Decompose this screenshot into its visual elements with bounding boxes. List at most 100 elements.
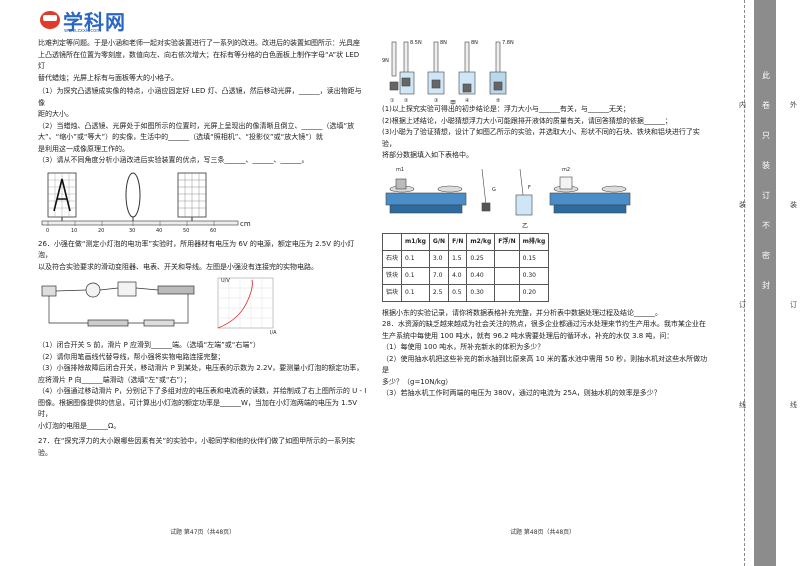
left-column: 比难判定等问题。于是小涵和老师一起对实验装置进行了一系列的改进。改进后的装置如图… [38, 38, 368, 459]
seal-bar [754, 0, 776, 566]
led-panel [47, 172, 77, 217]
balance-label-m1: m1 [396, 166, 405, 173]
question-text: （1）闭合开关 S 前，滑片 P 应滑到______端。（选填“左端”或“右端”… [38, 341, 261, 349]
table-header: m2/kg [466, 232, 496, 251]
spring-reading: 8.5N [410, 40, 422, 46]
circuit-svg [41, 277, 274, 329]
table-header [381, 232, 403, 251]
table-cell: 0.15 [518, 249, 550, 268]
spring-reading: 8N [440, 40, 447, 46]
table-cell: 0.25 [466, 249, 496, 268]
balance-label-f: F [528, 184, 531, 191]
spring-reading: 9N [382, 58, 389, 64]
question-text: (2)根据上述结论，小聪猜想浮力大小可能跟排开液体的质量有关，请回答猜想的依据_… [382, 116, 672, 125]
question-text: 大”、“缩小”或“等大”）的实像，生活中的______（选填“照相机”、“投影仪… [38, 133, 323, 141]
inside-margin-char: 内 [739, 101, 746, 109]
beaker-number: ① [390, 98, 395, 104]
question-text: （1）每使用 100 吨水，所补充新水的体积为多少？ [382, 343, 545, 351]
balance-label-g: G [492, 186, 496, 193]
spring-reading: 7.8N [502, 40, 514, 46]
question-text: 距的大小。 [38, 110, 73, 118]
question-title: 28．水资源的缺乏越来越成为社会关注的热点，很多企业都通过污水处理来节约生产用水… [382, 320, 706, 328]
seal-char: 装 [762, 161, 770, 170]
question-text: (3)小聪为了验证猜想，设计了如图乙所示的实验，并选取大小、形状不同的石块、铁块… [382, 128, 700, 148]
u-i-curve [217, 279, 253, 329]
logo-url: www.zxxk.com [64, 28, 102, 34]
spring-reading: 8N [471, 40, 478, 46]
table-cell: 7.0 [428, 266, 450, 285]
table-cell: 0.5 [448, 283, 468, 302]
intro-line: 替代蜡烛；光屏上标有与面板等大的小格子。 [38, 73, 178, 82]
right-column: 9N 8.5N 8N 8N 7.8N ① ② ③ ④ ⑤ 甲 (1)以上探究实验… [381, 38, 712, 400]
question-text: （2）请你用笔画线代替导线，帮小强将实物电路连接完整； [38, 352, 225, 361]
graph-y-label: U/V [221, 278, 230, 284]
logo: 学科网 www.zxxk.com [40, 6, 126, 34]
optical-bench-figure: 0 10 20 30 40 50 60 cm [38, 171, 368, 235]
figure-caption-yi: 乙 [522, 222, 529, 230]
circuit-figure: U/V I/A [38, 276, 368, 336]
spring-scale-figure: 9N 8.5N 8N 8N 7.8N ① ② ③ ④ ⑤ 甲 [382, 38, 712, 107]
balance-label-m2: m2 [562, 166, 571, 173]
ruler-tick-label: 60 [210, 227, 217, 234]
question-text: （4）小强通过移动滑片 P，分别记下了多组对应的电压表和电流表的读数，并绘制成了… [38, 387, 367, 395]
question-text: 根据小东的实验记录，请你将数据表格补充完整，并分析表中数据处理过程及结论____… [382, 308, 662, 317]
logo-name: 学科网 [63, 9, 126, 34]
table-cell: 0.30 [466, 283, 496, 302]
table-cell: 4.0 [448, 266, 468, 285]
table-cell [494, 283, 520, 302]
graph-x-label: I/A [270, 330, 277, 336]
seal-char: 卷 [762, 101, 770, 110]
question-text: （3）若抽水机工作时两端的电压为 380V，通过的电流为 25A，则抽水机的效率… [382, 389, 661, 397]
table-row: 石块 0.1 3.0 1.5 0.25 0.15 [381, 249, 550, 268]
question-text: 小灯泡的电阻是______Ω。 [38, 421, 121, 430]
question-text: 验。 [38, 448, 52, 457]
table-header: F/N [448, 232, 468, 251]
seal-char: 订 [762, 191, 770, 200]
ruler-tick-label: 0 [46, 227, 50, 234]
table-cell: 2.5 [428, 283, 450, 302]
seal-char: 不 [762, 221, 770, 230]
beaker-number: ④ [465, 98, 470, 104]
outside-margin-char: 外 [790, 101, 797, 109]
balance-svg [385, 168, 631, 215]
question-text: 多少？（g=10N/kg） [382, 377, 453, 386]
beaker-number: ⑤ [496, 98, 501, 104]
beaker-number: ② [404, 98, 409, 104]
table-header: m1/kg [401, 232, 430, 251]
ruler [41, 220, 239, 226]
table-header-row: m1/kg G/N F/N m2/kg F浮/N m排/kg [381, 232, 550, 251]
page-footer-left: 试题 第47页（共48页） [170, 529, 236, 536]
table-row: 铝块 0.1 2.5 0.5 0.30 0.20 [381, 283, 550, 302]
ruler-tick-label: 30 [129, 227, 136, 234]
ruler-tick-label: 40 [156, 227, 163, 234]
scales-and-beakers [389, 41, 507, 95]
ruler-unit: cm [240, 219, 251, 228]
light-screen [177, 172, 207, 217]
table-header: F浮/N [494, 232, 520, 251]
logo-cap-icon [40, 11, 60, 29]
question-text: （2）使用抽水机把这些补充的新水抽到比原来高 10 米的蓄水池中需用 50 秒，… [382, 354, 708, 375]
seal-char: 只 [762, 131, 770, 140]
row-label: 铁块 [381, 266, 403, 285]
inside-margin-char: 装 [739, 201, 746, 209]
intro-line: 上凸透镜所在位置为零刻度，数值向左、向右依次增大；在标有等分格的白色面板上制作字… [38, 50, 360, 71]
table-cell [494, 249, 520, 268]
convex-lens [125, 172, 141, 217]
balances [385, 168, 631, 215]
table-row: 铁块 0.1 7.0 4.0 0.40 0.30 [381, 266, 550, 285]
seal-char: 封 [762, 281, 770, 290]
page-footer-right: 试题 第48页（共48页） [510, 529, 576, 536]
table-cell [494, 266, 520, 285]
optical-bench-svg [41, 172, 239, 226]
question-title: 27．在“探究浮力的大小跟哪些因素有关”的实验中，小聪同学和他的伙伴们做了如图甲… [38, 437, 356, 445]
seal-char: 密 [762, 251, 770, 260]
outside-margin-char: 订 [790, 301, 797, 309]
ruler-tick-label: 50 [183, 227, 190, 234]
beaker-number: ③ [434, 98, 439, 104]
question-text: 是利用这一成像原理工作的。 [38, 144, 129, 153]
intro-line: 比难判定等问题。于是小涵和老师一起对实验装置进行了一系列的改进。改进后的装置如图… [38, 39, 360, 47]
spring-scale-svg [389, 41, 507, 95]
table-cell: 0.1 [401, 266, 430, 285]
question-text: 应将滑片 P 向______端滑动（选填“左”或“右”）； [38, 375, 191, 384]
question-text: （1）为探究凸透镜成实像的特点，小涵应固定好 LED 灯、凸透镜，然后移动光屏，… [38, 87, 362, 107]
